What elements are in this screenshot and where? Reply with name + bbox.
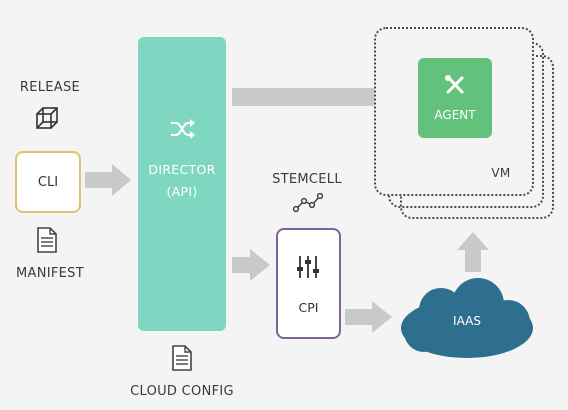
arrow-director-to-cpi — [232, 249, 270, 281]
agent-label: AGENT — [434, 108, 476, 122]
cpi-box: CPI — [276, 228, 341, 339]
manifest-label: MANIFEST — [16, 266, 84, 281]
cloud-config-document-icon — [172, 345, 192, 371]
agent-box: AGENT — [418, 58, 492, 138]
tools-icon — [445, 75, 464, 94]
iaas-cloud — [401, 278, 533, 358]
arrow-cpi-to-iaas — [345, 301, 392, 333]
arrow-director-to-agent — [232, 79, 412, 115]
graph-nodes-icon — [293, 193, 323, 213]
sliders-icon — [297, 256, 319, 278]
cli-label: CLI — [37, 174, 59, 190]
iaas-label: IAAS — [453, 314, 481, 328]
cli-box: CLI — [15, 151, 81, 213]
director-label: DIRECTOR — [148, 162, 216, 177]
cube-icon — [36, 107, 58, 129]
release-label: RELEASE — [19, 80, 81, 95]
director-box: DIRECTOR (API) — [138, 37, 226, 331]
cpi-label: CPI — [298, 300, 319, 315]
arrow-cli-to-director — [85, 164, 131, 196]
director-api-label: (API) — [166, 184, 198, 199]
shuffle-icon — [171, 119, 195, 139]
arrow-iaas-to-vm — [457, 232, 489, 272]
vm-label: VM — [491, 166, 511, 180]
cloud-config-label: CLOUD CONFIG — [130, 384, 234, 399]
stemcell-label: STEMCELL — [272, 172, 342, 187]
manifest-document-icon — [37, 227, 57, 253]
